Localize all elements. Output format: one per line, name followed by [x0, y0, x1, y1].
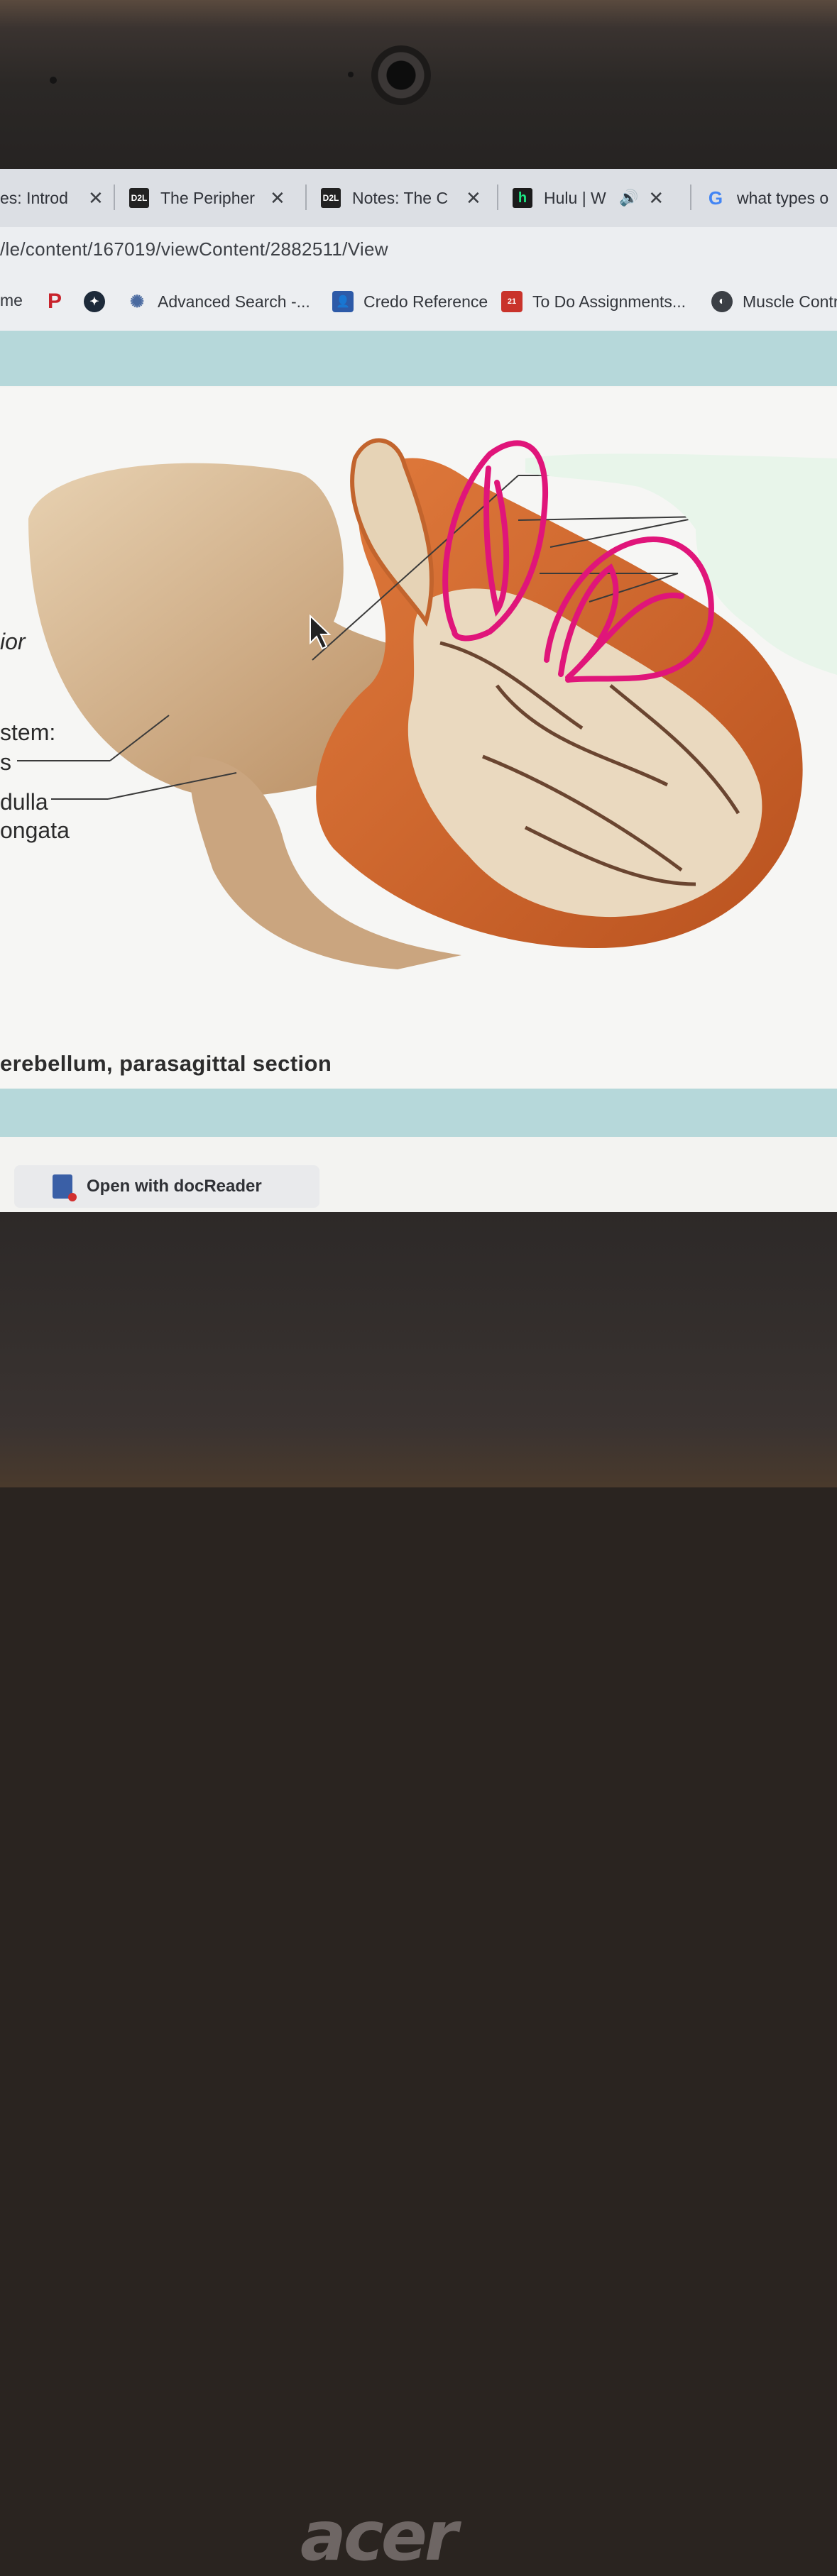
google-icon: G	[708, 187, 723, 209]
leader-line	[107, 772, 237, 800]
docreader-label: Open with docReader	[87, 1177, 262, 1196]
medulla-shape	[190, 756, 461, 969]
bookmark-todo[interactable]: 21 To Do Assignments...	[501, 291, 686, 312]
address-bar[interactable]: /le/content/167019/viewContent/2882511/V…	[0, 227, 837, 278]
close-icon[interactable]: ✕	[270, 187, 285, 209]
open-with-docreader-button[interactable]: Open with docReader	[14, 1165, 319, 1208]
todo-icon: 21	[501, 291, 523, 312]
close-icon[interactable]: ✕	[466, 187, 481, 209]
tab-4[interactable]: h Hulu | W 🔊 ✕	[513, 175, 664, 221]
tab-2[interactable]: D2L The Peripher ✕	[129, 175, 285, 221]
docreader-icon	[53, 1174, 77, 1201]
label-pons: s	[0, 749, 11, 775]
tab-separator	[690, 185, 691, 210]
tab-1[interactable]: es: Introd ✕	[0, 175, 104, 221]
speaker-icon[interactable]: 🔊	[619, 189, 639, 207]
leader-line	[518, 516, 704, 521]
folia-lines	[439, 641, 740, 886]
tab-separator	[497, 185, 498, 210]
bookmark-credo[interactable]: 👤 Credo Reference	[332, 291, 488, 312]
bookmark-label: Advanced Search -...	[158, 292, 310, 311]
bezel-dot	[348, 72, 354, 77]
tab-title: Notes: The C	[352, 188, 449, 207]
bookmark-home[interactable]: me	[0, 291, 23, 310]
redaction-blob	[525, 453, 837, 675]
tab-separator	[114, 185, 115, 210]
loading-icon: ✺	[129, 292, 145, 312]
label-fragment-ior: ior	[0, 629, 26, 654]
pinterest-icon: P	[47, 290, 62, 313]
content-header-band	[0, 331, 837, 386]
bookmarks-bar: me P ✦ ✺ Advanced Search -... 👤 Credo Re…	[0, 278, 837, 331]
url-text[interactable]: /le/content/167019/viewContent/2882511/V…	[0, 238, 388, 260]
bookmark-label: Credo Reference	[363, 292, 488, 311]
credo-icon: 👤	[332, 291, 354, 312]
tab-title: Hulu | W	[544, 188, 606, 207]
hulu-icon: h	[513, 188, 532, 208]
globe-icon: ◐	[711, 291, 733, 312]
tab-title: es: Introd	[0, 188, 68, 207]
close-icon[interactable]: ✕	[88, 187, 104, 209]
app-icon: ✦	[84, 291, 105, 312]
leader-line	[109, 715, 170, 761]
laptop-screen: es: Introd ✕ D2L The Peripher ✕ D2L Note…	[0, 169, 837, 1213]
bookmark-pinterest[interactable]: P	[44, 290, 75, 313]
label-brainstem: stem:	[0, 720, 56, 745]
bookmark-label: To Do Assignments...	[532, 292, 686, 311]
upper-folia-shape	[350, 438, 434, 627]
arbor-vitae-shape	[407, 588, 762, 918]
tab-5[interactable]: G what types o	[706, 175, 837, 221]
figure-caption: erebellum, parasagittal section	[0, 1051, 332, 1076]
tab-3[interactable]: D2L Notes: The C ✕	[321, 175, 481, 221]
bezel-dot	[50, 77, 57, 84]
tab-title: The Peripher	[160, 188, 255, 207]
anatomy-figure: ior stem: s dulla ongata	[0, 387, 837, 1094]
bookmark-label: Muscle Contr	[743, 292, 837, 311]
webcam	[371, 45, 431, 105]
tab-title: what types o	[737, 188, 829, 207]
bookmark-advanced-search[interactable]: ✺ Advanced Search -...	[126, 291, 310, 312]
label-medulla-line1: dulla	[0, 789, 48, 815]
d2l-icon: D2L	[321, 188, 341, 208]
laptop-top-bezel	[0, 0, 837, 174]
brand-logo: acer	[300, 2497, 458, 2576]
mouse-cursor-icon	[310, 614, 332, 650]
tab-separator	[305, 185, 307, 210]
label-medulla-line2: ongata	[0, 818, 70, 843]
leader-line	[549, 516, 704, 548]
tab-strip: es: Introd ✕ D2L The Peripher ✕ D2L Note…	[0, 169, 837, 228]
bookmark-muscle[interactable]: ◐ Muscle Contr	[711, 291, 837, 312]
cerebellum-illustration	[17, 438, 837, 969]
d2l-icon: D2L	[129, 188, 149, 208]
bookmark-label: me	[0, 291, 23, 309]
close-icon[interactable]: ✕	[648, 187, 664, 209]
laptop-bottom-bezel: acer	[0, 1212, 837, 2576]
bookmark-app[interactable]: ✦	[84, 291, 115, 312]
content-footer-band	[0, 1089, 837, 1137]
